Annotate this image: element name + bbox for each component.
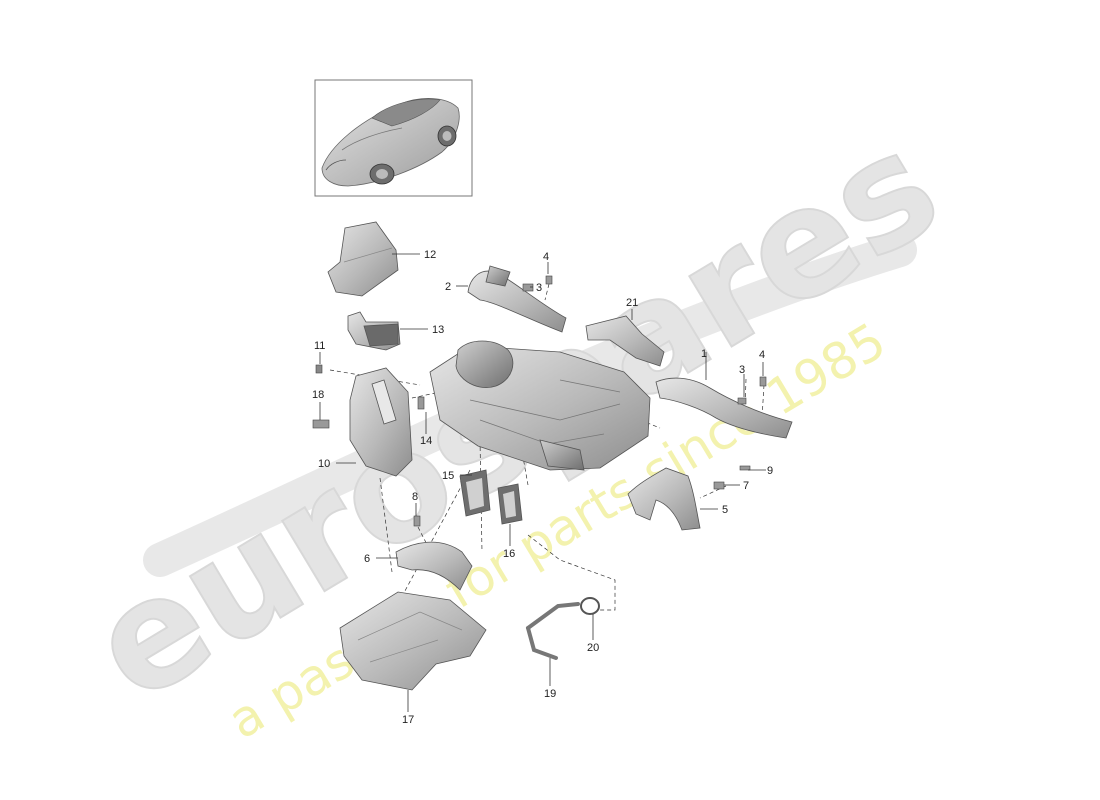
callout-1: 1 bbox=[701, 348, 707, 360]
callout-numbers: 1 2 3 3 4 4 5 6 7 8 9 10 11 12 13 14 15 … bbox=[312, 249, 773, 726]
callout-15: 15 bbox=[442, 470, 454, 482]
part-6-duct bbox=[395, 541, 473, 591]
callout-19: 19 bbox=[544, 688, 556, 700]
part-hvac-unit bbox=[429, 340, 651, 471]
part-2-duct bbox=[467, 265, 567, 333]
callout-18: 18 bbox=[312, 389, 324, 401]
thumbnail-frame bbox=[314, 79, 473, 197]
part-12-cover bbox=[327, 221, 399, 297]
part-15-seal bbox=[459, 469, 491, 517]
callout-3: 3 bbox=[739, 364, 745, 376]
callout-4: 4 bbox=[759, 349, 765, 361]
part-21-duct bbox=[585, 315, 665, 367]
part-16-seal bbox=[497, 483, 523, 525]
part-17-underpanel bbox=[339, 591, 487, 691]
part-5-duct bbox=[627, 467, 701, 531]
callout-12: 12 bbox=[424, 249, 436, 261]
callout-4: 4 bbox=[543, 251, 549, 263]
callout-13: 13 bbox=[432, 324, 444, 336]
part-1-duct bbox=[655, 377, 793, 439]
callout-3: 3 bbox=[536, 282, 542, 294]
callout-5: 5 bbox=[722, 504, 728, 516]
callout-16: 16 bbox=[503, 548, 515, 560]
callout-10: 10 bbox=[318, 458, 330, 470]
callout-20: 20 bbox=[587, 642, 599, 654]
callout-11: 11 bbox=[314, 340, 325, 352]
part-10-housing bbox=[349, 367, 413, 477]
callout-8: 8 bbox=[412, 491, 418, 503]
leader-lines bbox=[319, 253, 766, 712]
callout-9: 9 bbox=[767, 465, 773, 477]
callout-21: 21 bbox=[626, 297, 638, 309]
part-20-clamp bbox=[580, 597, 600, 615]
part-13-filter bbox=[347, 311, 401, 351]
callout-6: 6 bbox=[364, 553, 370, 565]
callout-2: 2 bbox=[445, 281, 451, 293]
part-19-hose bbox=[526, 602, 580, 660]
callout-14: 14 bbox=[420, 435, 432, 447]
part-small-fasteners bbox=[312, 275, 767, 527]
callout-7: 7 bbox=[743, 480, 749, 492]
callout-17: 17 bbox=[402, 714, 414, 726]
car-image bbox=[321, 98, 460, 187]
